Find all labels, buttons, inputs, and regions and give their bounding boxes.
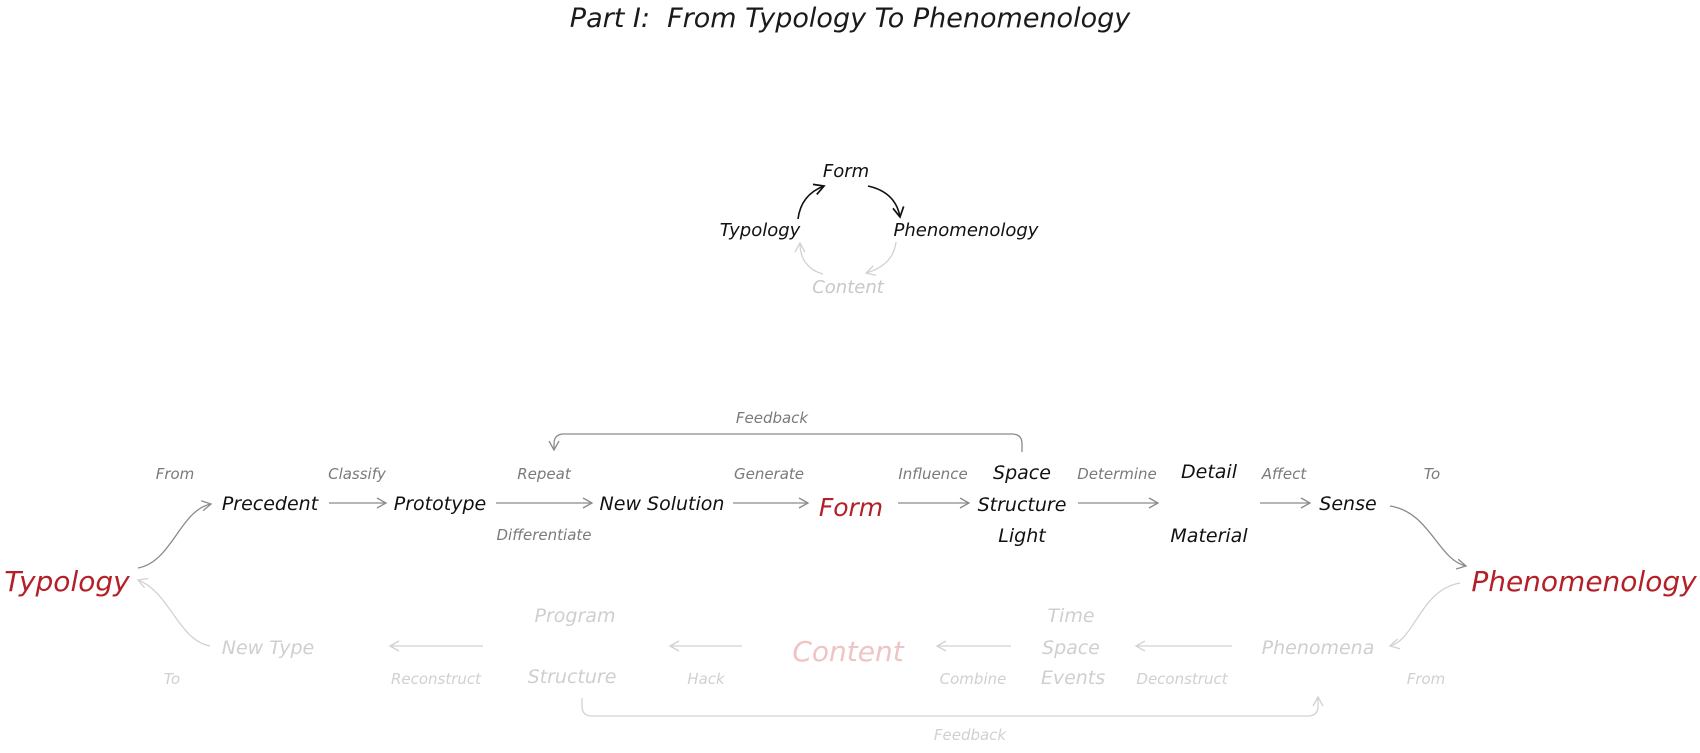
top-node-space: Space bbox=[993, 462, 1051, 484]
top-verb-repeat: Repeat bbox=[517, 465, 572, 483]
top-verb-to: To bbox=[1424, 465, 1441, 483]
bottom-verb-from: From bbox=[1407, 670, 1446, 688]
top-verb-influence: Influence bbox=[898, 465, 967, 483]
bottom-node-phenomena: Phenomena bbox=[1262, 637, 1375, 659]
bottom-node-space: Space bbox=[1042, 637, 1100, 659]
top-flow-row: Feedback From Classify Repeat Differenti… bbox=[137, 409, 1468, 570]
top-verb-from: From bbox=[156, 465, 195, 483]
cycle-arrow-form-to-phenomenology bbox=[867, 185, 905, 219]
bottom-flow-row: New Type Program Structure Content Time … bbox=[136, 577, 1461, 744]
bottom-verb-reconstruct: Reconstruct bbox=[391, 670, 482, 688]
top-node-form: Form bbox=[819, 493, 883, 522]
top-node-structure: Structure bbox=[978, 494, 1067, 516]
bottom-verb-combine: Combine bbox=[940, 670, 1007, 688]
cycle-arrow-content-to-typology bbox=[794, 241, 824, 275]
cycle-arrow-typology-to-form bbox=[797, 183, 826, 220]
top-node-precedent: Precedent bbox=[222, 493, 320, 515]
bottom-feedback-arrow bbox=[581, 695, 1324, 717]
top-verb-determine: Determine bbox=[1077, 465, 1157, 483]
top-node-detail: Detail bbox=[1181, 461, 1238, 483]
top-node-sense: Sense bbox=[1319, 493, 1376, 515]
bottom-arrow-phenomenology-to-phenomena bbox=[1388, 582, 1461, 650]
cycle-typology-label: Typology bbox=[720, 220, 801, 241]
bottom-node-structure: Structure bbox=[528, 666, 617, 688]
bottom-feedback-label: Feedback bbox=[934, 726, 1008, 744]
top-verb-generate: Generate bbox=[734, 465, 804, 483]
top-node-new-solution: New Solution bbox=[600, 493, 725, 515]
cycle-diagram: Form Typology Phenomenology Content bbox=[720, 161, 1039, 298]
bottom-verb-to: To bbox=[164, 670, 181, 688]
bottom-node-time: Time bbox=[1047, 605, 1094, 627]
top-verb-differentiate: Differentiate bbox=[496, 526, 591, 544]
flow-typology-label: Typology bbox=[4, 565, 130, 598]
top-feedback-label: Feedback bbox=[736, 409, 810, 427]
cycle-form-label: Form bbox=[823, 161, 869, 182]
cycle-arrow-phenomenology-to-content bbox=[864, 241, 897, 277]
top-node-light: Light bbox=[998, 525, 1047, 547]
top-node-prototype: Prototype bbox=[394, 493, 486, 515]
top-arrow-sense-to-phenomenology bbox=[1389, 505, 1468, 570]
cycle-phenomenology-label: Phenomenology bbox=[894, 220, 1039, 241]
top-verb-classify: Classify bbox=[328, 465, 387, 483]
bottom-node-program: Program bbox=[535, 605, 616, 627]
bottom-node-new-type: New Type bbox=[222, 637, 314, 659]
bottom-verb-hack: Hack bbox=[687, 670, 726, 688]
bottom-node-content: Content bbox=[792, 635, 904, 668]
page-title: Part I: From Typology To Phenomenology bbox=[570, 3, 1131, 34]
top-feedback-arrow bbox=[548, 433, 1023, 452]
top-arrow-typology-to-precedent bbox=[137, 500, 213, 569]
bottom-verb-deconstruct: Deconstruct bbox=[1136, 670, 1228, 688]
top-node-material: Material bbox=[1170, 525, 1248, 547]
top-verb-affect: Affect bbox=[1261, 465, 1308, 483]
cycle-content-label: Content bbox=[812, 277, 885, 298]
bottom-arrow-new-type-to-typology bbox=[136, 577, 211, 647]
flow-phenomenology-label: Phenomenology bbox=[1471, 565, 1697, 598]
bottom-node-events: Events bbox=[1041, 667, 1105, 689]
